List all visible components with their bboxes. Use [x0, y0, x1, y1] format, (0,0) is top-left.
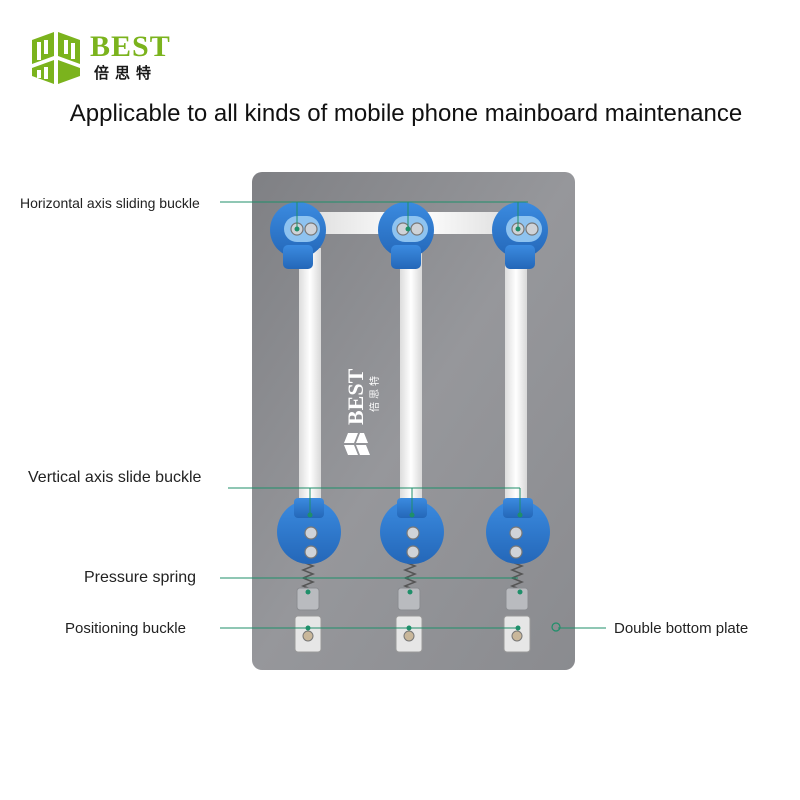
vertical-buckle-right: [486, 498, 550, 564]
leader-dots: [294, 226, 561, 632]
brand-logo-icon: [32, 32, 80, 84]
positioning-buckle-left: [294, 587, 322, 653]
plate-logo-text: BEST: [343, 368, 368, 425]
label-horizontal-axis-buckle: Horizontal axis sliding buckle: [20, 195, 200, 211]
brand-chinese-name: 倍思特: [94, 64, 158, 82]
vertical-rail-right: [505, 248, 527, 530]
brand-logo: BEST 倍思特: [28, 28, 188, 88]
brand-name: BEST: [90, 30, 171, 63]
positioning-buckle-middle: [395, 587, 423, 653]
positioning-buckle-right: [503, 587, 531, 653]
headline: Applicable to all kinds of mobile phone …: [69, 100, 743, 127]
vertical-rail-left: [299, 248, 321, 530]
label-positioning-buckle: Positioning buckle: [65, 620, 186, 637]
plate-logo-chinese: 倍思特: [368, 373, 381, 412]
plate-logo-icon: [344, 433, 370, 455]
label-vertical-axis-buckle: Vertical axis slide buckle: [28, 469, 202, 486]
label-double-bottom-plate: Double bottom plate: [614, 620, 749, 637]
vertical-buckle-left: [277, 498, 341, 564]
vertical-rail-middle: [400, 248, 422, 530]
leader-lines: [220, 201, 606, 629]
label-pressure-spring: Pressure spring: [84, 569, 197, 586]
